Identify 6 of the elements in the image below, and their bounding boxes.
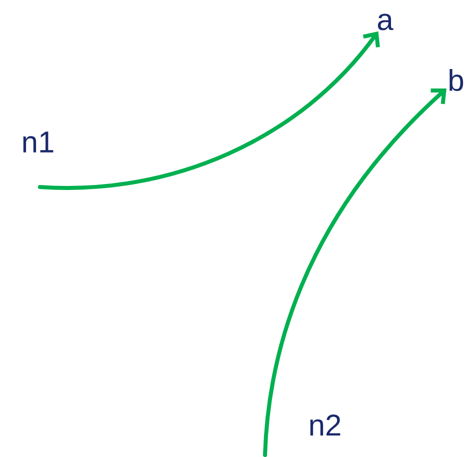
curved-arrow xyxy=(263,88,446,457)
curved-arrow xyxy=(38,31,380,190)
node-label: a xyxy=(378,14,394,30)
node-label: b xyxy=(450,68,464,92)
edge-label: n2 xyxy=(310,414,340,436)
edge-label: n1 xyxy=(23,132,54,152)
